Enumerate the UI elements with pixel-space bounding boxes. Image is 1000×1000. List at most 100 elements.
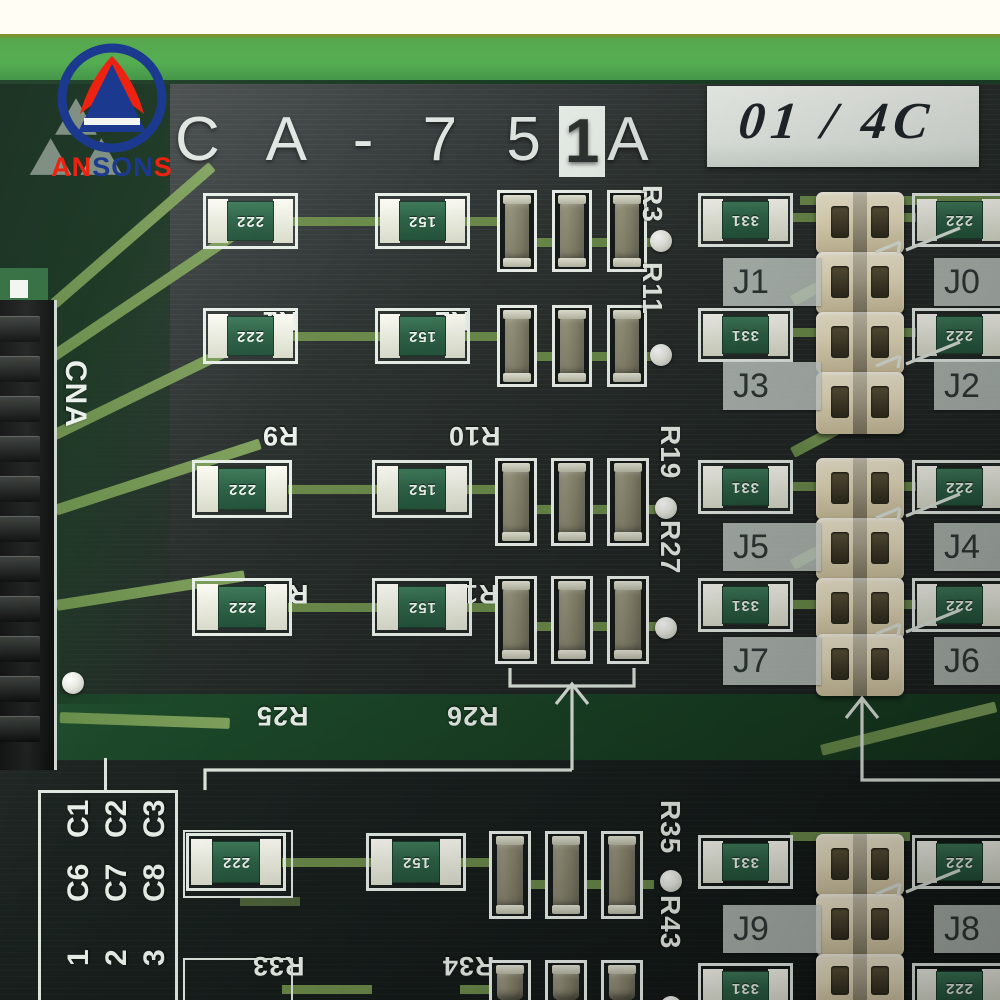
- jumper-label-j9: J9: [723, 905, 821, 953]
- test-point-via: [650, 230, 672, 252]
- legend-cell: 2: [100, 949, 133, 966]
- resistor-code: 152: [407, 480, 437, 498]
- sticker-text: 01 / 4C: [736, 93, 938, 150]
- jumper-label-j1: J1: [723, 258, 821, 306]
- resistor: 222: [912, 963, 1000, 1000]
- wordmark-part-b: SON: [92, 152, 154, 182]
- capacitor: [489, 831, 531, 919]
- resistor: 222: [912, 578, 1000, 632]
- legend-cell: C3: [138, 799, 171, 838]
- resistor-code: 331: [731, 853, 760, 871]
- resistor: 222: [203, 193, 298, 249]
- test-point-via: [660, 996, 682, 1000]
- resistor-code: 152: [408, 212, 437, 230]
- resistor-code: 331: [731, 979, 760, 997]
- silkscreen-legend-box: [38, 790, 178, 1000]
- resistor-code: 331: [731, 326, 760, 344]
- copper-trace-row: [288, 603, 378, 612]
- legend-connector-line: [104, 758, 107, 792]
- copper-trace-jumper-feed: [790, 328, 830, 337]
- capacitor: [607, 305, 647, 387]
- copper-trace-bottom: [240, 897, 300, 906]
- capacitor: [497, 190, 537, 272]
- resistor-designator: R25: [256, 701, 309, 731]
- resistor: 152: [375, 308, 470, 364]
- jumper-header[interactable]: [816, 834, 904, 896]
- jumper-header[interactable]: [816, 518, 904, 580]
- jumper-header[interactable]: [816, 578, 904, 640]
- handwritten-label-sticker: 01 / 4C: [707, 86, 979, 167]
- ansons-watermark-logo: ANSONS: [22, 40, 202, 190]
- resistor-code: 222: [945, 596, 974, 614]
- resistor-code: 222: [236, 212, 265, 230]
- copper-trace-row: [464, 332, 504, 341]
- copper-trace-row: [292, 332, 382, 341]
- legend-cell: C7: [100, 863, 133, 902]
- resistor: 222: [203, 308, 298, 364]
- jumper-header[interactable]: [816, 954, 904, 1000]
- resistor-code: 331: [731, 596, 760, 614]
- capacitor: [601, 960, 643, 1000]
- jumper-header[interactable]: [816, 252, 904, 314]
- jumper-header[interactable]: [816, 192, 904, 254]
- jumper-label-j2: J2: [934, 362, 1000, 410]
- test-point-via: [650, 344, 672, 366]
- copper-trace-row: [460, 858, 498, 867]
- resistor-code: 222: [945, 326, 974, 344]
- legend-cell: 1: [62, 949, 95, 966]
- resistor: 331: [698, 835, 793, 889]
- jumper-label-j7: J7: [723, 637, 821, 685]
- resistor: 331: [698, 308, 793, 362]
- test-point-via: [62, 672, 84, 694]
- resistor-code: 222: [945, 979, 974, 997]
- resistor: 222: [912, 460, 1000, 514]
- capacitor: [497, 305, 537, 387]
- copper-trace-jumper-feed: [790, 213, 830, 222]
- resistor: 222: [192, 460, 292, 518]
- resistor: 331: [698, 193, 793, 247]
- resistor: 152: [375, 193, 470, 249]
- resistor-code: 152: [407, 598, 437, 616]
- jumper-label-j0: J0: [934, 258, 1000, 306]
- legend-cell: C2: [100, 799, 133, 838]
- capacitor: [495, 576, 537, 664]
- resistor-code: 331: [731, 478, 760, 496]
- testpoint-designator: R43: [655, 895, 686, 950]
- wordmark-part-a: AN: [51, 152, 93, 182]
- resistor-designator: R9: [262, 421, 299, 451]
- part-number-suffix: A: [607, 105, 665, 174]
- copper-trace-row: [292, 217, 382, 226]
- capacitor: [545, 831, 587, 919]
- capacitor: [607, 576, 649, 664]
- resistor: 331: [698, 460, 793, 514]
- jumper-header[interactable]: [816, 634, 904, 696]
- resistor-code: 152: [401, 853, 431, 871]
- jumper-label-j5: J5: [723, 523, 821, 571]
- jumper-header[interactable]: [816, 458, 904, 520]
- capacitor: [489, 960, 531, 1000]
- testpoint-designator: R35: [655, 800, 686, 855]
- resistor: 331: [698, 578, 793, 632]
- jumper-header[interactable]: [816, 894, 904, 956]
- capacitor: [552, 190, 592, 272]
- resistor-code: 331: [731, 211, 760, 229]
- part-number-boxed-digit: 1: [558, 106, 606, 177]
- footprint-outline: [183, 958, 293, 1000]
- jumper-header[interactable]: [816, 312, 904, 374]
- jumper-label-j6: J6: [934, 637, 1000, 685]
- resistor: 222: [912, 308, 1000, 362]
- jumper-label-j8: J8: [934, 905, 1000, 953]
- resistor-designator: R10: [448, 421, 501, 451]
- resistor-code: 152: [408, 327, 437, 345]
- wordmark-part-c: S: [153, 152, 173, 182]
- resistor-code: 222: [945, 478, 974, 496]
- testpoint-designator: R11: [637, 262, 668, 315]
- copper-trace-row: [464, 217, 504, 226]
- resistor: 222: [912, 193, 1000, 247]
- copper-trace-row: [288, 485, 378, 494]
- testpoint-designator: R3: [637, 185, 668, 223]
- jumper-header[interactable]: [816, 372, 904, 434]
- capacitor: [601, 831, 643, 919]
